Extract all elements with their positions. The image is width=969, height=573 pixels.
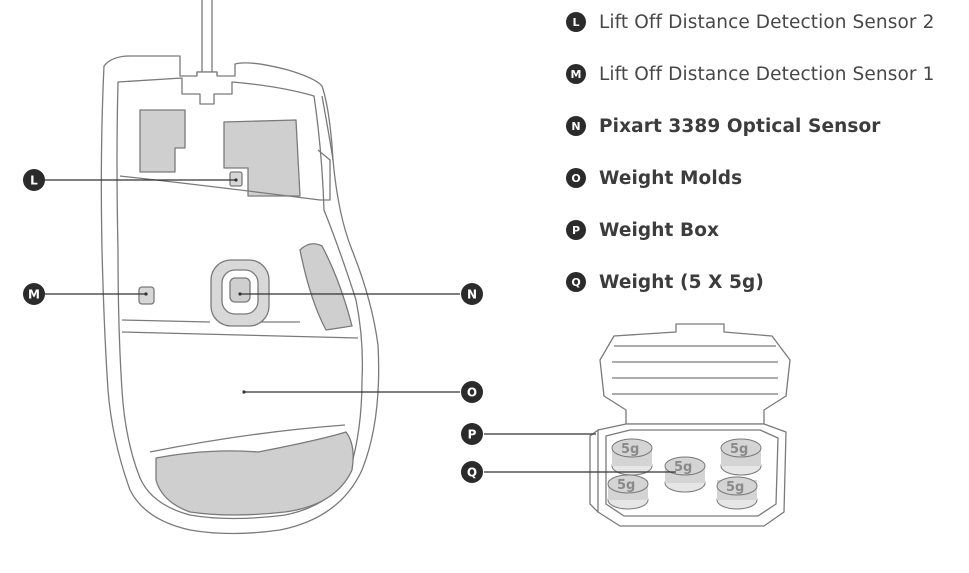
legend-item-o: O Weight Molds (566, 164, 742, 192)
svg-text:Q: Q (467, 466, 477, 480)
svg-text:P: P (468, 428, 477, 442)
glide-pad-top-right (223, 119, 301, 197)
legend-label-p: Weight Box (599, 219, 720, 241)
svg-text:N: N (467, 288, 477, 302)
legend-item-p: P Weight Box (566, 216, 719, 244)
svg-text:O: O (467, 386, 477, 400)
legend-label-q: Weight (5 X 5g) (599, 271, 764, 293)
legend-item-l: L Lift Off Distance Detection Sensor 2 (566, 8, 934, 36)
weight-box-lid (599, 323, 791, 425)
legend-badge-n: N (566, 116, 586, 136)
weight-2: 5g (720, 438, 762, 476)
legend-badge-o: O (566, 168, 586, 188)
base-seam-lower (121, 331, 359, 339)
weight-1-label: 5g (621, 442, 639, 457)
weight-1: 5g (611, 438, 653, 476)
svg-text:M: M (28, 288, 40, 302)
legend-label-m: Lift Off Distance Detection Sensor 1 (599, 63, 935, 85)
weight-2-label: 5g (730, 442, 748, 457)
side-button-edge (317, 95, 334, 201)
base-seam-left (121, 319, 300, 323)
mouse-cable (201, 0, 213, 72)
legend-badge-q: Q (566, 272, 586, 292)
weight-5-label: 5g (726, 480, 744, 495)
legend-label-n: Pixart 3389 Optical Sensor (599, 115, 881, 137)
glide-pad-bottom-line (149, 424, 346, 453)
callout-badge-q: Q (461, 461, 483, 483)
legend-item-m: M Lift Off Distance Detection Sensor 1 (566, 60, 934, 88)
weight-3-label: 5g (674, 460, 692, 475)
legend-label-o: Weight Molds (599, 167, 743, 189)
glide-pad-top-left (139, 109, 186, 173)
weight-5: 5g (716, 476, 758, 510)
legend-item-q: Q Weight (5 X 5g) (566, 268, 764, 296)
callout-badge-p: P (461, 423, 483, 445)
tray-hinge-left (589, 429, 599, 513)
callout-badge-n: N (461, 283, 483, 305)
glide-pad-bottom (155, 431, 354, 516)
optical-sensor-lens (229, 277, 251, 303)
weight-4: 5g (607, 474, 649, 510)
mouse-illustration (100, 0, 380, 535)
legend-badge-l: L (566, 12, 586, 32)
weight-3: 5g (664, 456, 706, 493)
weight-box-tray-inner (605, 429, 779, 517)
callout-badge-m: M (23, 283, 45, 305)
legend-badge-m: M (566, 64, 586, 84)
svg-text:L: L (30, 174, 38, 188)
legend-item-n: N Pixart 3389 Optical Sensor (566, 112, 881, 140)
weight-4-label: 5g (617, 478, 635, 493)
base-seam-upper (119, 175, 321, 201)
callout-badge-o: O (461, 381, 483, 403)
legend-badge-p: P (566, 220, 586, 240)
callout-dots (144, 178, 246, 394)
legend-label-l: Lift Off Distance Detection Sensor 2 (599, 11, 935, 33)
callout-lines (45, 179, 676, 473)
weights-group: 5g 5g 5g 5g 5g (607, 438, 762, 510)
callout-badge-l: L (23, 169, 45, 191)
